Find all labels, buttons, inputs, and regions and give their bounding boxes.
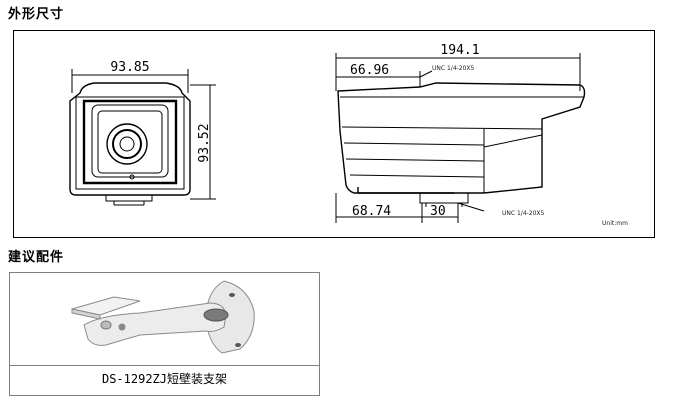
camera-drawings: 93.85 93.52: [69, 43, 628, 227]
unit-note: Unit:mm: [602, 220, 628, 227]
front-width-label: 93.85: [110, 60, 149, 75]
side-view: [335, 53, 586, 223]
side-length-label: 194.1: [440, 43, 479, 58]
side-bottom-offset-label: 68.74: [352, 204, 391, 219]
accessory-caption: DS-1292ZJ短壁装支架: [101, 372, 228, 386]
section-title-dimensions: 外形尺寸: [8, 7, 65, 22]
wall-bracket-illustration: [71, 280, 255, 354]
caption-divider: [10, 365, 319, 366]
section-title-accessories: 建议配件: [8, 250, 65, 265]
front-view: [69, 69, 216, 206]
side-bottom-thread-note: UNC 1/4-20X5: [502, 210, 545, 217]
front-height-label: 93.52: [197, 123, 212, 162]
dimension-drawing: 93.85 93.52: [13, 30, 655, 238]
side-bottom-width-label: 30: [430, 204, 446, 219]
side-top-offset-label: 66.96: [350, 63, 389, 78]
accessory-card: DS-1292ZJ短壁装支架: [9, 272, 320, 396]
side-top-thread-note: UNC 1/4-20X5: [432, 65, 475, 72]
